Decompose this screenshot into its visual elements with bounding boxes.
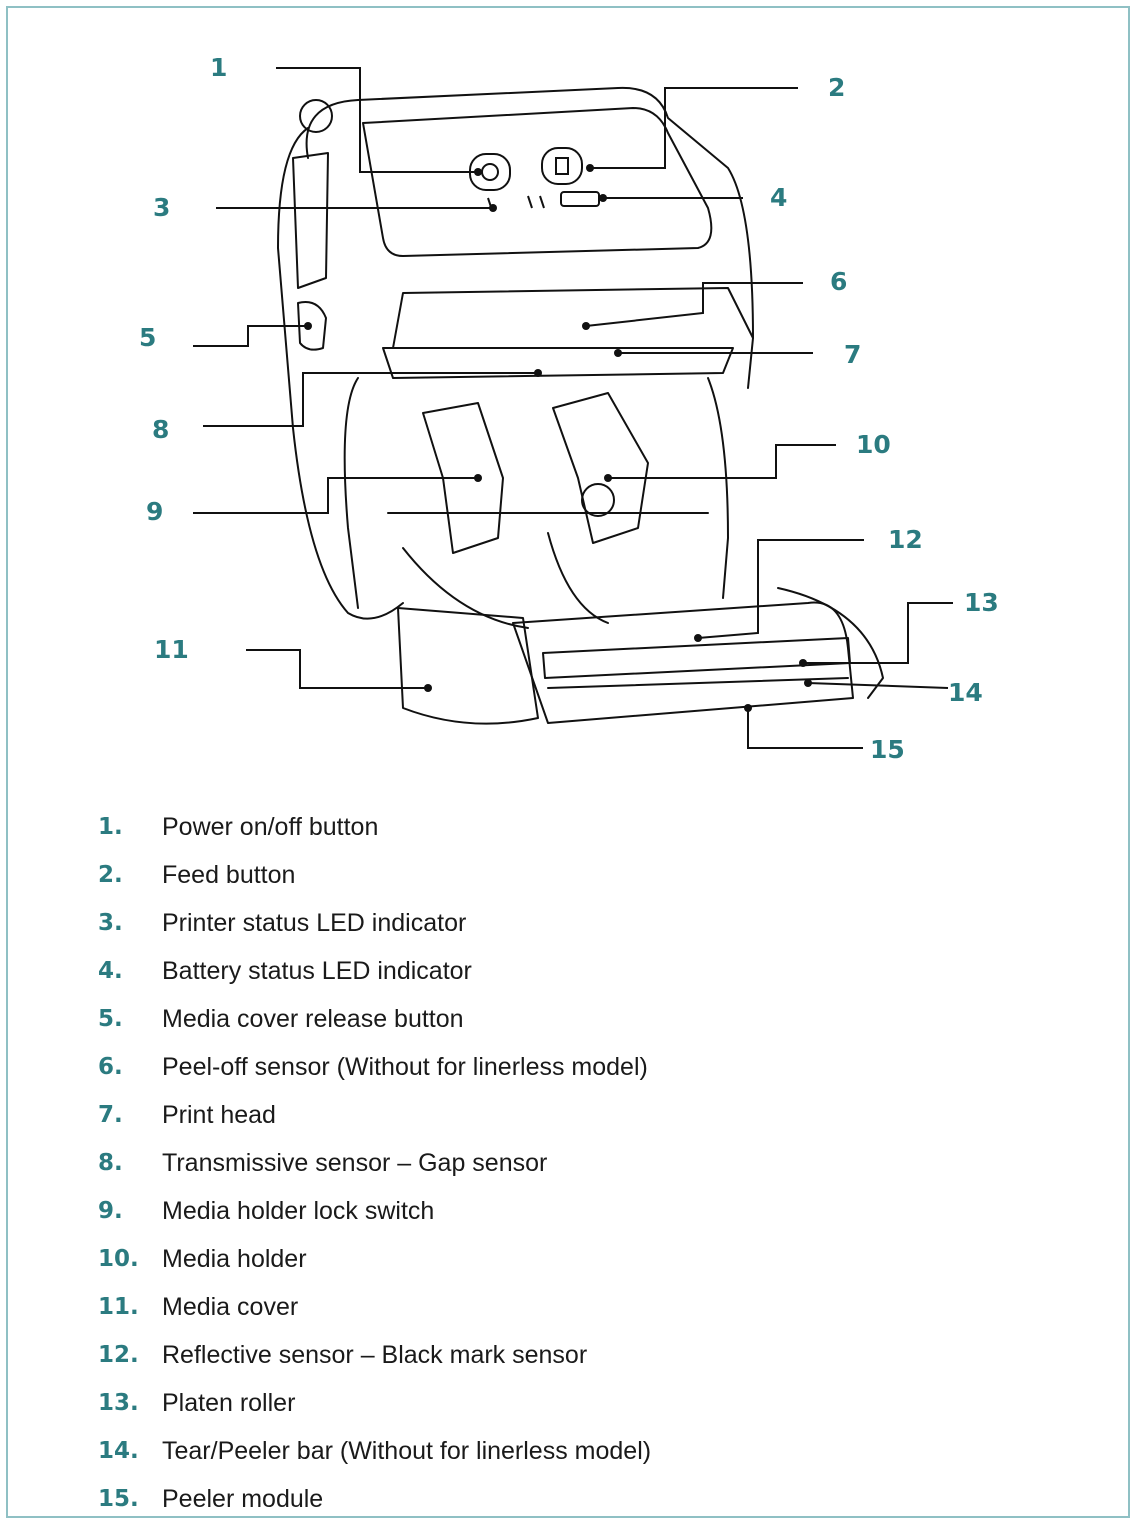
callout-3: 3: [153, 193, 170, 222]
platen-roller-bar: [542, 637, 851, 679]
tear-bar: [547, 677, 849, 689]
media-holder-hub: [581, 483, 615, 517]
legend-number: 11.: [98, 1294, 139, 1320]
legend-number: 15.: [98, 1486, 139, 1512]
callout-6: 6: [830, 267, 847, 296]
legend-number: 13.: [98, 1390, 139, 1416]
legend-item: 9. Media holder lock switch: [98, 1187, 651, 1235]
leader-lines: [193, 67, 953, 749]
legend-number: 4.: [98, 958, 123, 984]
media-tray: [387, 512, 709, 629]
legend-label: Platen roller: [162, 1388, 296, 1417]
power-symbol: [481, 163, 499, 181]
callout-4: 4: [770, 183, 787, 212]
media-cover-outline: [397, 607, 539, 725]
legend-label: Media holder: [162, 1244, 307, 1273]
legend-item: 6. Peel-off sensor (Without for linerless…: [98, 1043, 651, 1091]
legend-label: Print head: [162, 1100, 276, 1129]
legend-label: Media cover: [162, 1292, 299, 1321]
legend-item: 5. Media cover release button: [98, 995, 651, 1043]
legend-number: 1.: [98, 814, 123, 840]
callout-2: 2: [828, 73, 845, 102]
hanger-ring: [299, 99, 333, 133]
callout-11: 11: [154, 635, 189, 664]
left-grip: [292, 152, 329, 289]
release-button-shape: [297, 301, 327, 351]
platen-area: [512, 601, 854, 724]
legend-label: Reflective sensor – Black mark sensor: [162, 1340, 588, 1369]
legend-label: Printer status LED indicator: [162, 908, 467, 937]
parts-legend: 1. Power on/off button 2. Feed button 3. Prin…: [98, 803, 651, 1523]
button-panel: [362, 107, 713, 257]
legend-item: 1. Power on/off button: [98, 803, 651, 851]
print-head-bar: [382, 347, 734, 379]
legend-label: Media holder lock switch: [162, 1196, 435, 1225]
legend-label: Transmissive sensor – Gap sensor: [162, 1148, 548, 1177]
legend-label: Battery status LED indicator: [162, 956, 472, 985]
legend-number: 8.: [98, 1150, 123, 1176]
callout-9: 9: [146, 497, 163, 526]
legend-label: Peel-off sensor (Without for linerless m…: [162, 1052, 648, 1081]
print-head-housing: [392, 287, 754, 349]
legend-number: 5.: [98, 1006, 123, 1032]
printer-left-body: [277, 127, 404, 620]
legend-number: 10.: [98, 1246, 139, 1272]
media-compartment: [343, 377, 729, 609]
legend-item: 10. Media holder: [98, 1235, 651, 1283]
printer-diagram: 1 2 3 4 5 6 7 8 9 10 11 12 13 14 15: [139, 53, 999, 764]
callout-7: 7: [844, 340, 861, 369]
legend-item: 11. Media cover: [98, 1283, 651, 1331]
callout-13: 13: [964, 588, 999, 617]
callout-15: 15: [870, 735, 905, 764]
callout-1: 1: [210, 53, 227, 82]
battery-led-icon: [560, 191, 600, 207]
legend-item: 14. Tear/Peeler bar (Without for linerles…: [98, 1427, 651, 1475]
legend-item: 12. Reflective sensor – Black mark sensor: [98, 1331, 651, 1379]
legend-item: 4. Battery status LED indicator: [98, 947, 651, 995]
right-media-holder: [552, 392, 649, 544]
legend-item: 3. Printer status LED indicator: [98, 899, 651, 947]
legend-item: 2. Feed button: [98, 851, 651, 899]
legend-label: Tear/Peeler bar (Without for linerless m…: [162, 1436, 652, 1465]
leader-dots: [304, 164, 812, 712]
legend-number: 2.: [98, 862, 123, 888]
feed-button-icon: [541, 147, 583, 185]
feed-symbol: [555, 157, 569, 175]
page-frame: 1 2 3 4 5 6 7 8 9 10 11 12 13 14 15 1. Po…: [6, 6, 1130, 1518]
legend-item: 13. Platen roller: [98, 1379, 651, 1427]
callout-5: 5: [139, 323, 156, 352]
cover-side: [777, 587, 884, 699]
legend-item: 7. Print head: [98, 1091, 651, 1139]
callout-12: 12: [888, 525, 923, 554]
printer-top-housing: [305, 86, 754, 389]
legend-label: Feed button: [162, 860, 296, 889]
legend-label: Power on/off button: [162, 812, 379, 841]
legend-label: Media cover release button: [162, 1004, 464, 1033]
callout-14: 14: [948, 678, 983, 707]
legend-number: 6.: [98, 1054, 123, 1080]
legend-label: Peeler module: [162, 1484, 324, 1513]
legend-number: 3.: [98, 910, 123, 936]
legend-item: 8. Transmissive sensor – Gap sensor: [98, 1139, 651, 1187]
legend-number: 12.: [98, 1342, 139, 1368]
callout-8: 8: [152, 415, 169, 444]
legend-number: 7.: [98, 1102, 123, 1128]
callout-10: 10: [856, 430, 891, 459]
legend-number: 9.: [98, 1198, 123, 1224]
legend-number: 14.: [98, 1438, 139, 1464]
legend-item: 15. Peeler module: [98, 1475, 651, 1523]
